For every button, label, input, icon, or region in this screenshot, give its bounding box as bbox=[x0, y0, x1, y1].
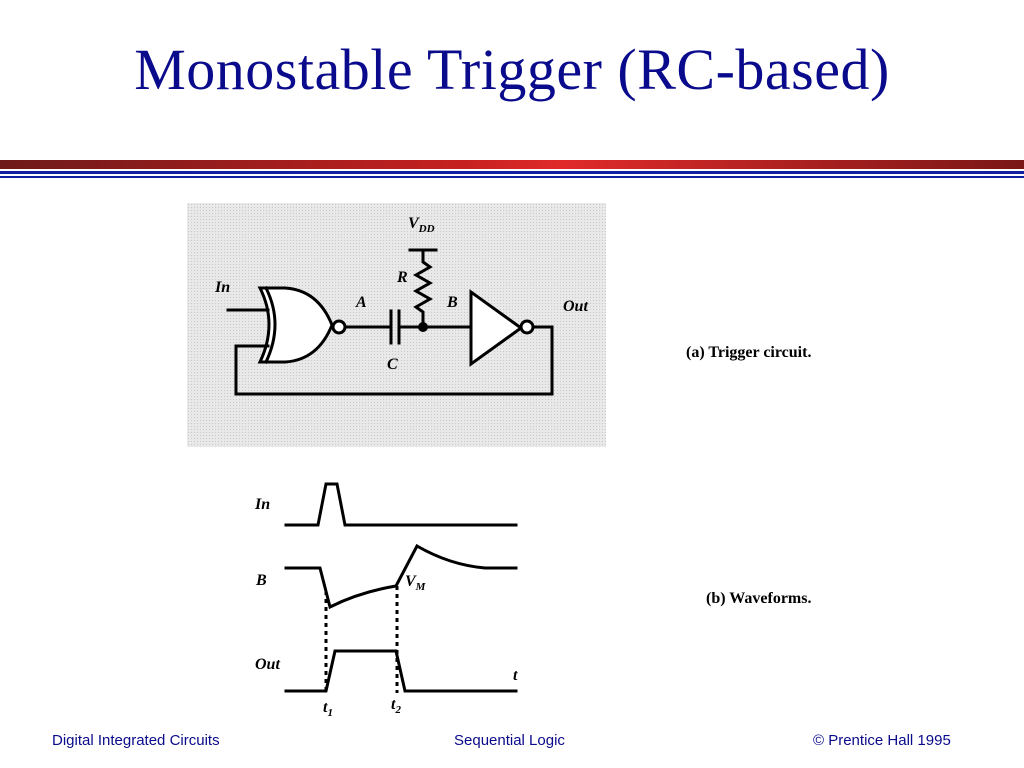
resistor bbox=[412, 248, 434, 329]
input-label: In bbox=[214, 279, 230, 296]
t2-label: t2 bbox=[391, 696, 401, 716]
footer-chapter-title: Sequential Logic bbox=[454, 732, 565, 749]
node-a-label: A bbox=[355, 294, 367, 311]
node-b-label: B bbox=[446, 294, 458, 311]
title-rule-blue-top bbox=[0, 171, 1024, 174]
title-rule-red bbox=[0, 160, 1024, 169]
waveforms-caption: (b) Waveforms. bbox=[706, 590, 812, 607]
node-b-junction bbox=[418, 322, 428, 332]
vdd-label: VDD bbox=[408, 215, 435, 235]
capacitor-label: C bbox=[387, 356, 398, 373]
title-rule-blue-bottom bbox=[0, 176, 1024, 178]
waveform-out-label: Out bbox=[255, 656, 280, 673]
feedback-wire bbox=[234, 325, 554, 396]
resistor-label: R bbox=[396, 269, 408, 286]
trigger-circuit-background bbox=[187, 203, 606, 447]
footer-course-title: Digital Integrated Circuits bbox=[52, 732, 220, 749]
inverter bbox=[469, 289, 535, 367]
trigger-circuit-caption: (a) Trigger circuit. bbox=[686, 344, 812, 361]
time-axis-label: t bbox=[513, 667, 518, 684]
footer-copyright: © Prentice Hall 1995 bbox=[813, 732, 951, 749]
nor-gate bbox=[257, 285, 347, 364]
t1-label: t1 bbox=[323, 699, 333, 719]
slide-title: Monostable Trigger (RC-based) bbox=[134, 37, 890, 102]
capacitor bbox=[389, 309, 401, 345]
waveform-b-label: B bbox=[255, 572, 267, 589]
vm-label: VM bbox=[405, 573, 427, 593]
waveform-in-label: In bbox=[254, 496, 270, 513]
output-label: Out bbox=[563, 298, 588, 315]
waveform-b bbox=[284, 543, 518, 610]
waveform-out bbox=[284, 649, 518, 693]
waveform-in bbox=[284, 482, 518, 527]
